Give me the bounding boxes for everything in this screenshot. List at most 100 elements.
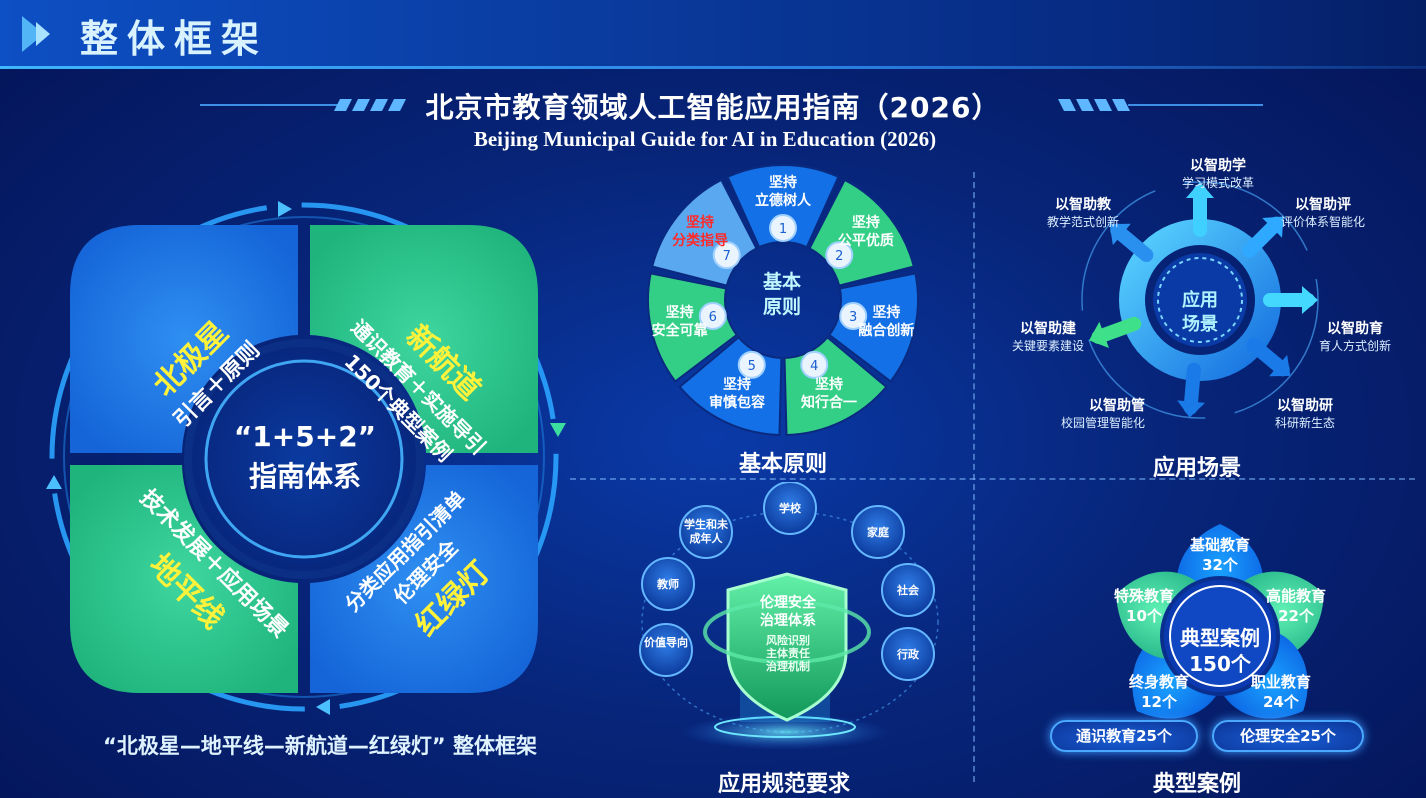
scenario-arrowhead [1089,321,1109,349]
case-petal-title: 高能教育 [1266,587,1327,606]
governance-node-label: 学生和未成年人 [684,518,728,545]
principle-label-line2: 立德树人 [755,193,811,209]
scenario-subtitle: 学习模式改革 [1181,176,1254,190]
scenario-arrow [1246,337,1290,377]
principle-number-badge [769,214,797,242]
case-petal-count: 32个 [1202,556,1238,574]
governance-node-label: 教师 [657,578,679,591]
title-stripes-left [200,99,406,111]
principle-label-line1: 坚持 [686,214,715,231]
shield-item: 治理机制 [766,660,810,673]
case-petal-title: 职业教育 [1250,672,1311,691]
principle-number-badge [839,302,868,331]
governance-node [851,505,905,559]
guide-subtitle-en: Beijing Municipal Guide for AI in Educat… [473,127,937,151]
scenarios-label: 应用场景 [1152,456,1241,481]
governance-node-label: 价值导向 [644,636,688,649]
scenario-subtitle: 评价体系智能化 [1280,215,1365,229]
shield-item: 主体责任 [766,647,810,660]
principle-label-line1: 坚持 [769,175,797,191]
shield-item: 风险识别 [766,634,810,647]
principles-label: 基本原则 [738,452,827,477]
framework-caption: “北极星—地平线—新航道—红绿灯” 整体框架 [103,734,537,758]
principle-segment [827,272,919,383]
principle-number: 1 [779,222,787,237]
scenarios-center-line1: 应用 [1182,290,1218,311]
scenario-title: 以智助研 [1277,398,1333,414]
cases-flower [1116,524,1324,719]
scenario-arrowhead [1269,354,1291,377]
principle-number: 3 [849,310,857,325]
principle-number: 7 [723,249,731,264]
principle-number: 4 [810,359,818,374]
principle-label-line2: 公平优质 [837,232,894,249]
principle-number: 2 [835,249,843,264]
section-divider-horizontal [570,478,1415,480]
case-petal-title: 特殊教育 [1113,587,1174,606]
scenario-arrow [1183,362,1201,415]
scenario-arrowhead [1177,400,1206,418]
governance-node [881,563,935,617]
principle-number: 5 [748,359,756,374]
governance-node [639,623,693,677]
governance-node [679,505,733,559]
chevron-right-icon-inner [36,22,50,46]
principle-number-badge [737,350,766,379]
case-petal-count: 12个 [1141,692,1177,711]
principle-label-line2: 分类指导 [672,232,729,249]
governance-label: 应用规范要求 [717,772,850,797]
scenario-arrowhead [1186,182,1214,198]
scenario-arrow [1091,316,1142,344]
shield-title-line1: 伦理安全 [760,595,816,611]
governance-node-label: 社会 [897,584,919,597]
pill-ethics-safety: 伦理安全25个 [1212,720,1364,752]
principle-label-line2: 知行合一 [800,394,857,411]
scenario-subtitle: 关键要素建设 [1011,339,1084,353]
title-stripes-right [1058,99,1263,111]
principle-segment [647,272,739,383]
governance-node-label: 行政 [897,648,919,661]
scenario-subtitle: 教学范式创新 [1046,215,1119,229]
principle-label-line1: 坚持 [872,304,901,321]
scenarios-diagram [1081,181,1319,419]
principle-label-line1: 坚持 [814,376,843,393]
section-divider-vertical [973,172,975,782]
header-underline [0,66,1426,69]
scenario-title: 以智助评 [1295,197,1351,213]
principle-label-line1: 坚持 [665,304,694,321]
principle-number-badge [825,241,854,270]
governance-node-label: 学校 [779,502,801,515]
cases-center-line1: 典型案例 [1180,626,1260,650]
pill-general-education: 通识教育25个 [1050,720,1198,752]
governance-diagram [639,482,939,750]
scenario-arrowhead [1262,216,1284,238]
cases-center-line2: 150个 [1189,652,1251,676]
scenario-arrowhead [1109,223,1131,246]
scenario-subtitle: 科研新生态 [1274,416,1335,430]
scenario-title: 以智助教 [1055,197,1111,213]
governance-node [881,627,935,681]
scenario-subtitle: 育人方式创新 [1318,339,1391,353]
scenario-title: 以智助学 [1190,158,1246,174]
principle-label-line2: 安全可靠 [651,322,708,339]
framework-wheel [46,201,566,715]
scenario-arrow [1110,223,1154,263]
guide-title: 北京市教育领域人工智能应用指南（2026） [425,91,1001,124]
page-title: 整体框架 [80,17,269,61]
scenario-title: 以智助建 [1020,321,1076,337]
case-petal-count: 10个 [1126,607,1162,626]
principle-number-badge [712,241,741,270]
scenario-title: 以智助管 [1089,398,1145,414]
governance-node [641,557,695,611]
shield-title-line2: 治理体系 [760,613,816,629]
principle-label-line1: 坚持 [851,214,880,231]
case-petal-title: 基础教育 [1189,536,1250,554]
scenario-subtitle: 校园管理智能化 [1060,416,1145,430]
scenario-arrow [1242,216,1284,258]
governance-node-label: 家庭 [867,526,889,539]
principle-number-badge [800,350,829,379]
case-petal-count: 22个 [1278,607,1314,626]
framework-center-line1: “1+5+2” [233,420,377,453]
scenario-title: 以智助育 [1327,321,1383,337]
scenario-arrowhead [1302,286,1318,314]
